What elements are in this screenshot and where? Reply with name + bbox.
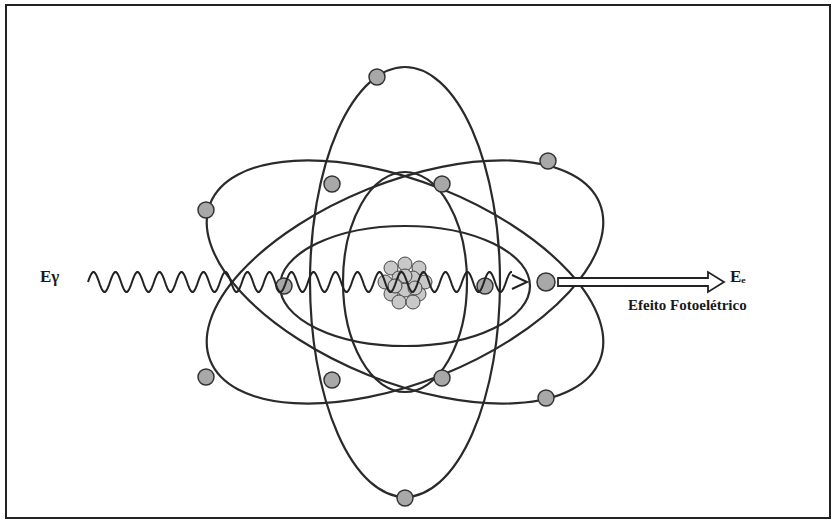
- ejected-electron: [537, 273, 555, 291]
- electron: [369, 69, 385, 85]
- electron: [198, 369, 214, 385]
- orbit: [280, 226, 530, 346]
- orbit: [310, 67, 500, 497]
- frame: [6, 5, 830, 518]
- electron: [538, 390, 554, 406]
- electron: [324, 176, 340, 192]
- electron: [397, 490, 413, 506]
- electron: [198, 202, 214, 218]
- electron-arrow: [558, 272, 724, 292]
- photon-arrowhead: [512, 275, 527, 289]
- photon-wave: [88, 272, 512, 292]
- electron: [324, 372, 340, 388]
- orbit: [343, 172, 467, 392]
- electron-energy-label: Eₑ: [730, 268, 746, 287]
- effect-label: Efeito Fotoelétrico: [628, 297, 747, 314]
- electron: [434, 370, 450, 386]
- nucleon: [392, 295, 406, 309]
- nucleon: [406, 295, 420, 309]
- electrons: [198, 69, 556, 506]
- electron: [434, 176, 450, 192]
- photon-energy-label: Eγ: [40, 268, 59, 287]
- electron: [540, 153, 556, 169]
